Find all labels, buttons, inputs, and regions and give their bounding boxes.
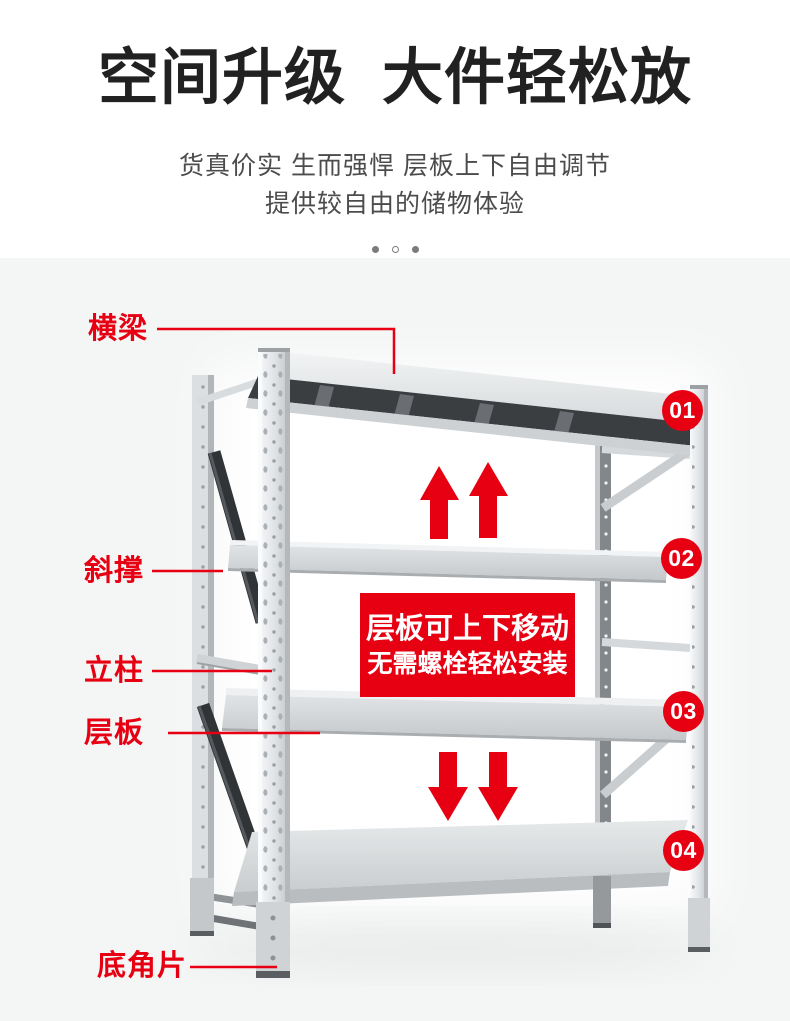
- part-label-bottom-corner-plate: 底角片: [97, 950, 188, 982]
- step-badge-02: 02: [661, 538, 702, 579]
- step-badge-03: 03: [663, 691, 704, 732]
- part-label-diagonal-brace: 斜撑: [84, 555, 145, 587]
- dot-hollow-icon: [391, 246, 399, 253]
- dots-separator-icon: [0, 246, 790, 253]
- dot-filled-icon: [411, 246, 419, 253]
- subtitle-line-1: 货真价实 生而强悍 层板上下自由调节: [179, 152, 611, 180]
- callout-line-1: 层板可上下移动: [365, 612, 569, 645]
- shelf-boards: [222, 540, 690, 906]
- dot-filled-icon: [371, 246, 379, 253]
- part-label-shelf-board: 层板: [84, 717, 145, 749]
- step-badge-04: 04: [663, 830, 704, 871]
- feature-callout: 层板可上下移动 无需螺栓轻松安装: [360, 593, 575, 697]
- top-crossbeam-shelf: [246, 350, 708, 456]
- front-upright-columns: [258, 348, 708, 978]
- up-arrows-icon: [420, 462, 508, 539]
- down-arrows-icon: [428, 752, 518, 821]
- part-label-upright-column: 立柱: [84, 655, 145, 687]
- leader-lines: [152, 327, 396, 969]
- part-label-crossbeam: 横梁: [88, 313, 149, 345]
- step-badge-01: 01: [662, 390, 703, 431]
- page-title: 空间升级 大件轻松放: [98, 43, 692, 111]
- callout-line-2: 无需螺栓轻松安装: [367, 649, 568, 678]
- subtitle-line-2: 提供较自由的储物体验: [264, 190, 525, 218]
- left-side-braces: [196, 376, 269, 931]
- bottom-corner-plates: [190, 876, 710, 978]
